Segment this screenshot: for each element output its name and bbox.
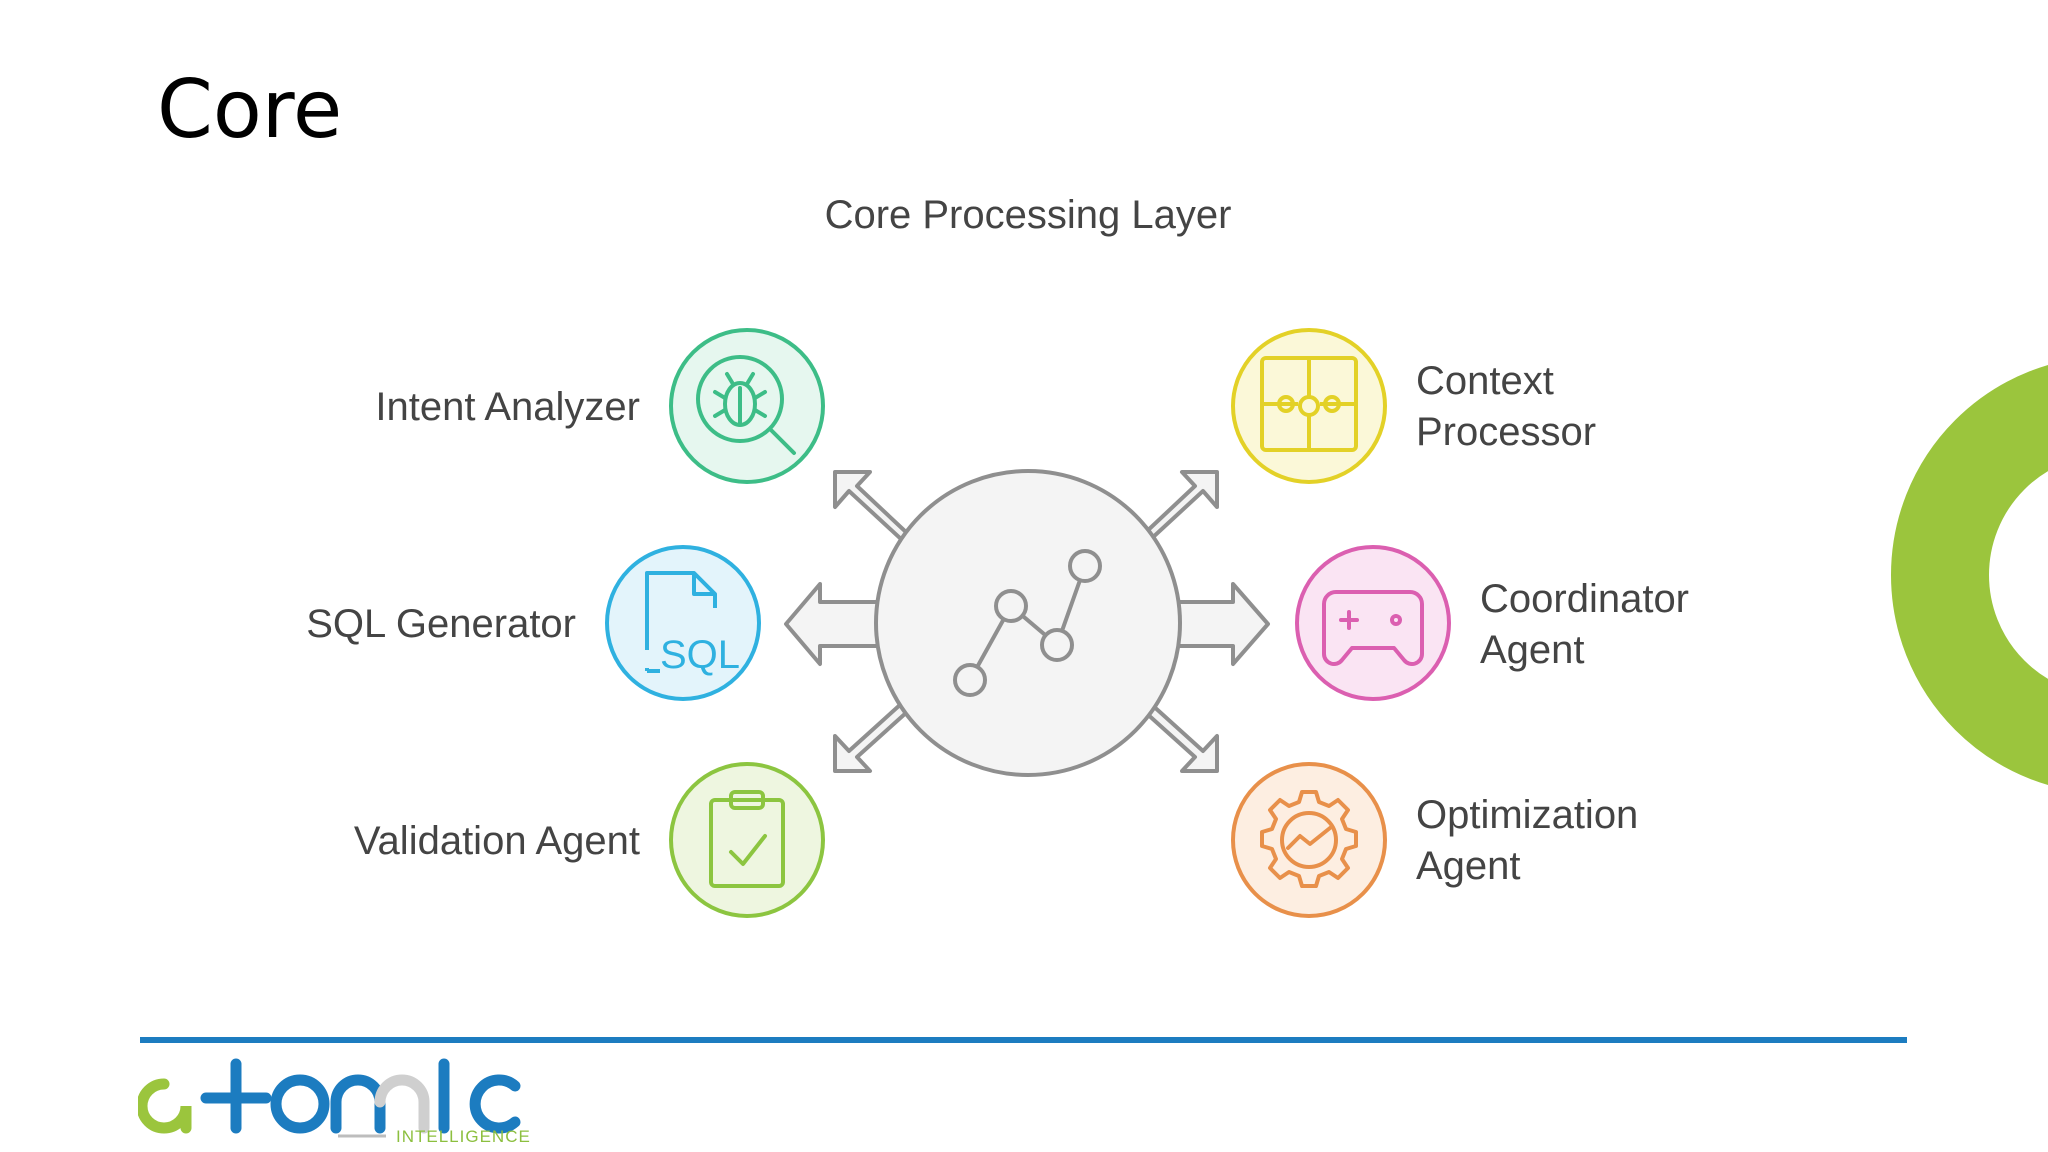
node-label: Optimization Agent	[1416, 793, 1649, 888]
node-validation-agent: Validation Agent	[354, 762, 825, 918]
hub-arrows	[784, 470, 1270, 773]
node-circle	[669, 328, 825, 484]
sql-file-icon: SQL	[645, 571, 740, 677]
puzzle-icon	[1260, 356, 1358, 452]
svg-text:SQL: SQL	[660, 633, 740, 677]
node-label: Intent Analyzer	[375, 385, 640, 429]
gear-chart-icon	[1260, 790, 1358, 888]
node-label-line: Coordinator	[1480, 577, 1689, 621]
node-label: Validation Agent	[354, 819, 640, 863]
node-label-line: Processor	[1416, 410, 1596, 454]
node-coordinator-agent: Coordinator Agent	[1295, 545, 1700, 701]
node-label: SQL Generator	[306, 602, 576, 646]
arrow-up-left	[833, 470, 909, 541]
node-circle	[1295, 545, 1451, 701]
node-sql-generator: SQL SQL Generator	[306, 545, 761, 701]
node-circle	[1231, 328, 1387, 484]
node-intent-analyzer: Intent Analyzer	[375, 328, 825, 484]
node-label-line: Context	[1416, 359, 1554, 403]
diagram-title: Core Processing Layer	[825, 193, 1232, 237]
node-context-processor: Context Processor	[1231, 328, 1596, 484]
line-chart-icon	[953, 549, 1102, 697]
hub	[874, 469, 1182, 777]
node-circle	[669, 762, 825, 918]
arrow-up-right	[1143, 470, 1219, 541]
node-label-line: Optimization	[1416, 793, 1638, 837]
arrow-down-left	[833, 702, 909, 773]
arrow-right	[1173, 582, 1270, 666]
node-label-line: SQL Generator	[306, 602, 576, 646]
arrow-left	[784, 582, 882, 666]
node-label-line: Intent Analyzer	[375, 385, 640, 429]
slide-title: Core	[157, 63, 343, 156]
arrow-down-right	[1143, 702, 1219, 773]
clipboard-check-icon	[709, 790, 785, 888]
node-label: Coordinator Agent	[1480, 577, 1700, 672]
node-label-line: Agent	[1480, 628, 1585, 672]
node-label: Context Processor	[1416, 359, 1596, 454]
decorative-ring	[1891, 365, 2048, 785]
bug-search-icon	[696, 355, 796, 455]
atomic-logo: INTELLIGENCE	[138, 1058, 531, 1146]
node-optimization-agent: Optimization Agent	[1231, 762, 1649, 918]
logo-subtext: INTELLIGENCE	[396, 1127, 531, 1146]
node-label-line: Agent	[1416, 844, 1521, 888]
node-circle	[1231, 762, 1387, 918]
footer-divider	[140, 1037, 1907, 1043]
gamepad-icon	[1322, 590, 1424, 666]
node-label-line: Validation Agent	[354, 819, 640, 863]
